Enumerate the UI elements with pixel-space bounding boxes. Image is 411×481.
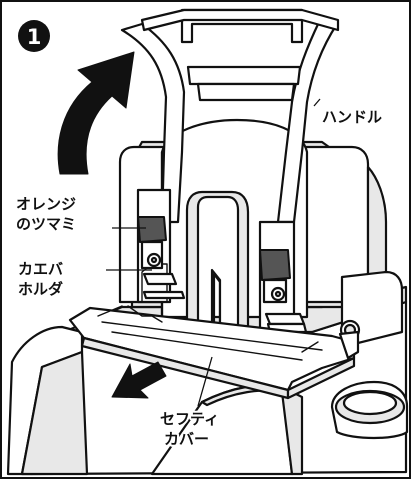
holder-label-line2: ホルダ xyxy=(18,280,63,298)
right-orange-knob[interactable] xyxy=(259,249,291,281)
holder-label-line1: カエバ xyxy=(18,260,63,278)
left-orange-knob[interactable] xyxy=(137,216,167,243)
safety-label-line1: セフティ xyxy=(160,410,219,428)
label-handle: ハンドル ハンドル xyxy=(320,106,384,128)
svg-text:カバー: カバー xyxy=(164,430,209,448)
safety-label-line2: カバー xyxy=(164,430,209,448)
safety-cover[interactable] xyxy=(68,305,361,400)
left-blade-holder xyxy=(136,188,186,304)
circled-number-1-icon: 1 xyxy=(18,20,50,52)
svg-text:ハンドル: ハンドル xyxy=(322,108,382,126)
svg-text:ホルダ: ホルダ xyxy=(18,280,63,298)
leader-lines xyxy=(106,98,321,407)
center-column xyxy=(160,118,309,344)
svg-text:セフティ: セフティ xyxy=(160,410,219,428)
right-blade-holder xyxy=(258,220,308,334)
knob-label-line2: のツマミ xyxy=(16,215,76,233)
right-foot xyxy=(330,380,409,440)
step-number: 1 xyxy=(27,25,42,49)
svg-text:オレンジ: オレンジ xyxy=(16,195,76,213)
label-blade-holder: カエバ カエバ ホルダ ホルダ xyxy=(16,258,65,300)
label-orange-knob: オレンジ オレンジ のツマミ のツマミ xyxy=(14,193,78,235)
svg-text:カエバ: カエバ xyxy=(18,260,63,278)
handle-label: ハンドル xyxy=(322,108,382,126)
diagonal-left-arrow-icon xyxy=(111,361,167,399)
knob-label-line1: オレンジ xyxy=(16,195,76,213)
handle xyxy=(120,8,340,224)
curved-up-arrow-icon xyxy=(57,51,135,175)
label-safety-cover: セフティ セフティ カバー カバー xyxy=(158,408,221,450)
svg-text:のツマミ: のツマミ xyxy=(16,215,76,233)
